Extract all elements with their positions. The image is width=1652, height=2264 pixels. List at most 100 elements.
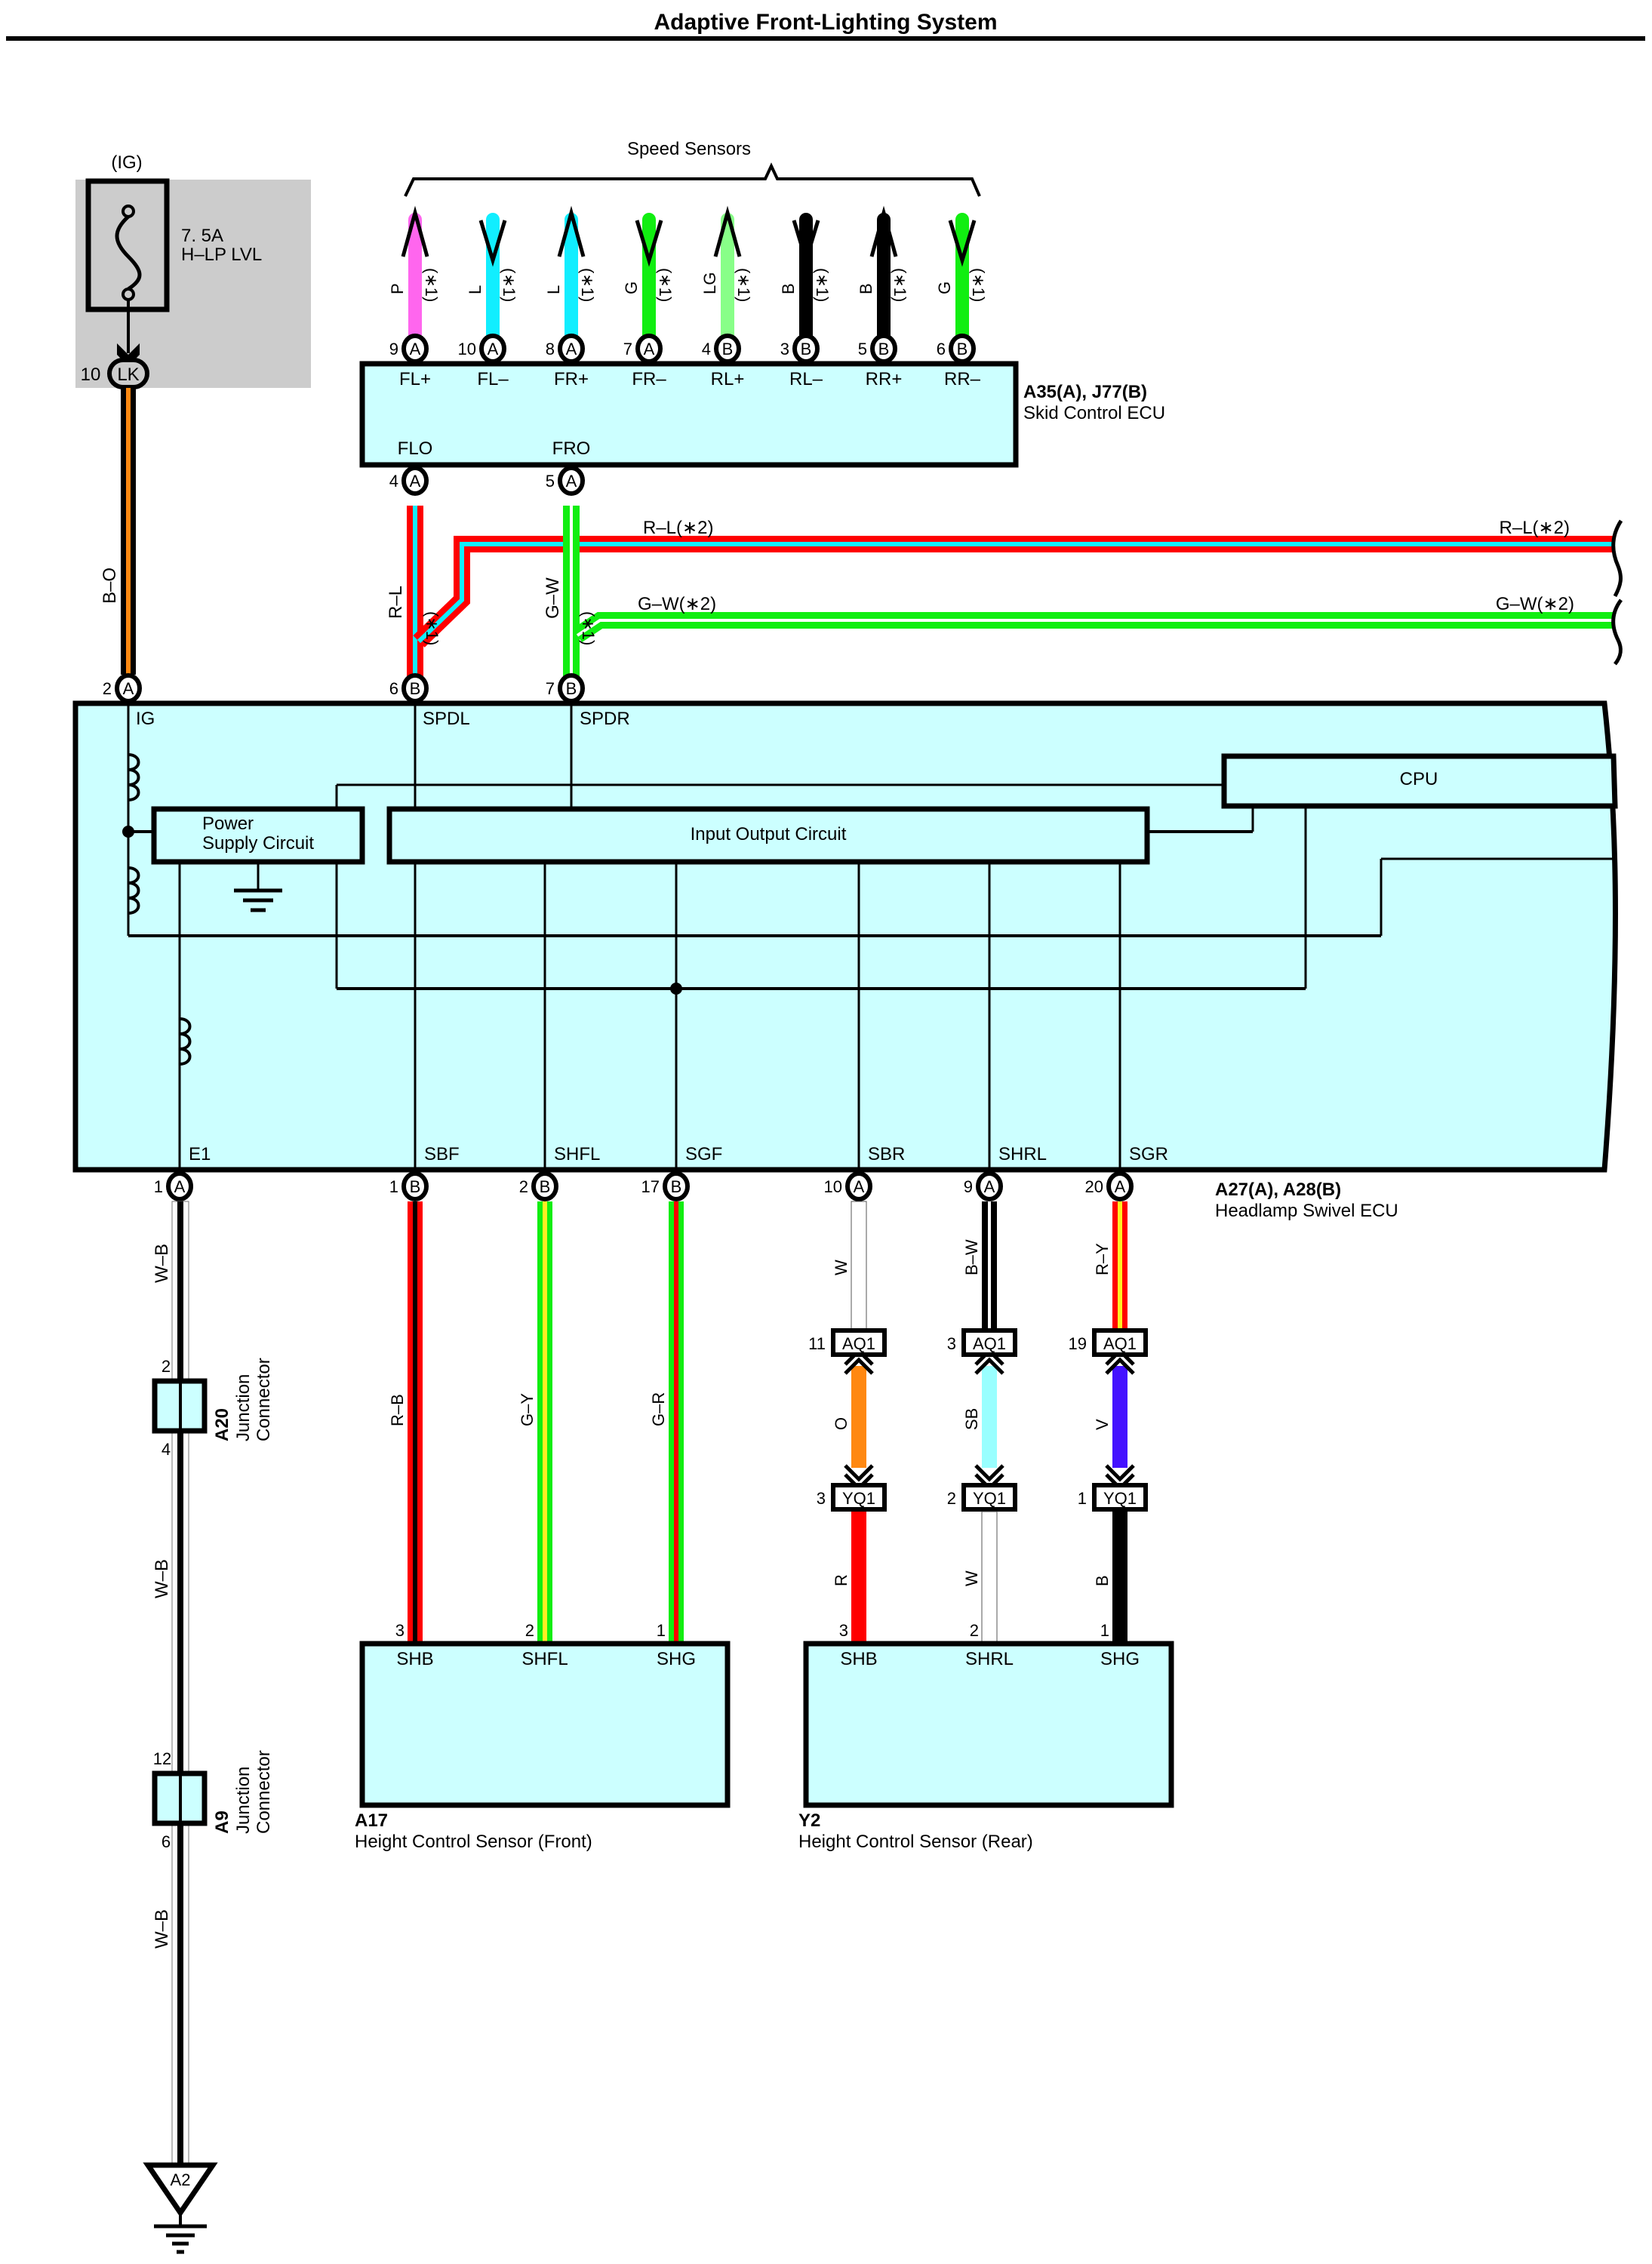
ig-wire: B–O — [100, 388, 136, 675]
wire-color-label: R–B — [388, 1394, 407, 1426]
swivel-bottom-e1-connector-letter: A — [174, 1177, 186, 1196]
sensor-terminal-shfl: SHFL — [521, 1649, 568, 1669]
a9-code: A9 — [212, 1810, 232, 1834]
power-supply-label-1: Power — [202, 814, 254, 834]
terminal-ig: IG — [136, 709, 155, 729]
aq1-connector — [831, 1328, 887, 1357]
yq1-connector — [1092, 1483, 1148, 1512]
wire-sgr — [1112, 1201, 1127, 1332]
speed-sensor-wire-RL–: B(∗1)B3 — [779, 213, 832, 364]
mid-wire-color: V — [1093, 1419, 1112, 1430]
mid-wire-color: SB — [962, 1408, 981, 1430]
speed-wire-connector-letter: B — [722, 340, 734, 358]
aq1-pin: 19 — [1069, 1334, 1087, 1353]
yq1-connector — [831, 1483, 887, 1512]
sensor-terminal-shrl: SHRL — [965, 1649, 1014, 1669]
wire-sbr — [851, 1201, 867, 1333]
wire-color-label: R–Y — [1093, 1243, 1112, 1275]
yq1-connector — [961, 1483, 1017, 1512]
junction-connector-a20: 2 4 A20 Junction Connector — [152, 1357, 274, 1459]
swivel-top-ig-connector-letter: A — [123, 679, 134, 698]
a9-name-1: Junction — [233, 1767, 254, 1834]
speed-wire-color: LG — [700, 272, 719, 294]
arrow-down-icon — [635, 220, 663, 267]
a9-pin-out: 6 — [162, 1832, 171, 1851]
skid-ecu-box — [359, 361, 1019, 468]
wire-stripe — [988, 1201, 991, 1332]
speed-wire-color: B — [857, 283, 875, 294]
ground-wire-color-2: W–B — [152, 1559, 172, 1598]
skid-output-connector — [401, 466, 429, 496]
ground-path: W–B W–B W–B 2 4 A20 Junction Connector 1… — [143, 1201, 274, 2254]
skid-output-connector-letter: A — [566, 472, 577, 491]
speed-wire-pin-number: 5 — [858, 340, 867, 358]
swivel-bottom-shfl-pin-number: 2 — [519, 1177, 528, 1196]
swivel-top-ig-connector — [115, 673, 142, 703]
a9-name-2: Connector — [254, 1750, 274, 1834]
speed-wire-color: B — [779, 283, 798, 294]
terminal-spdr: SPDR — [580, 709, 630, 729]
a20-name-1: Junction — [233, 1374, 254, 1441]
rear-sensor-box — [803, 1641, 1174, 1808]
speed-wire-line — [955, 213, 969, 347]
speed-sensors-bracket — [404, 162, 981, 197]
low-wire-R — [851, 1512, 866, 1644]
speed-wire-connector-letter: A — [488, 340, 499, 358]
speed-wire-note: (∗1) — [734, 268, 753, 302]
a20-pin-in: 2 — [162, 1357, 171, 1376]
a20-name-2: Connector — [254, 1358, 274, 1441]
skid-terminal-fro: FRO — [552, 438, 591, 459]
skid-terminal-label: FR– — [632, 369, 666, 389]
speed-wire-line — [642, 213, 656, 347]
arrow-up-icon — [557, 205, 586, 257]
io-circuit-label: Input Output Circuit — [691, 824, 847, 844]
skid-output-pin-number: 4 — [389, 472, 398, 491]
fuse-icon — [115, 205, 142, 301]
speed-wire-note: (∗1) — [656, 268, 675, 302]
speed-wire-pin-number: 8 — [546, 340, 555, 358]
wire-color-label: G–Y — [518, 1393, 537, 1426]
gw-wire-note: (∗1) — [579, 611, 598, 645]
gw-wire-color: G–W — [543, 577, 563, 619]
lk-connector-id: LK — [117, 365, 139, 385]
aq1-pin: 11 — [808, 1334, 826, 1353]
sensor-terminal-shg: SHG — [1100, 1649, 1140, 1669]
sensor-pin-number: 1 — [657, 1621, 666, 1640]
swivel-top-spdr-connector — [558, 673, 585, 703]
speed-wire-note: (∗1) — [500, 268, 518, 302]
skid-terminal-label: RL– — [789, 369, 823, 389]
sensor-pin-number: 2 — [525, 1621, 534, 1640]
cpu-label: CPU — [1400, 769, 1438, 789]
speed-sensor-wire-FL–: L(∗1)A10 — [458, 213, 518, 364]
aq1-label: AQ1 — [1103, 1334, 1137, 1353]
skid-terminal-label: FL– — [477, 369, 509, 389]
swivel-bottom-shrl-pin-number: 9 — [964, 1177, 973, 1196]
swivel-bottom-shrl-connector — [976, 1171, 1003, 1201]
front-sensor-code: A17 — [355, 1810, 388, 1831]
wire-color-label: G–R — [649, 1392, 668, 1426]
ground-icon — [154, 2224, 207, 2254]
swivel-bottom-shfl-connector-letter: B — [540, 1177, 551, 1196]
rear-sensor-name: Height Control Sensor (Rear) — [798, 1832, 1033, 1852]
swivel-top-spdl-connector — [401, 673, 429, 703]
mid-wire-color: O — [832, 1417, 851, 1430]
ground-icon — [234, 888, 282, 912]
speed-wire-line — [877, 213, 891, 347]
aq1-connector — [961, 1328, 1017, 1357]
speed-wire-note: (∗1) — [422, 268, 441, 302]
swivel-top-spdr-pin-number: 7 — [546, 679, 555, 698]
lk-connector — [107, 358, 149, 389]
rl-branch-label-left: R–L(∗2) — [643, 518, 713, 538]
speed-wire-pin-number: 4 — [702, 340, 711, 358]
internal-wiring — [122, 703, 1615, 1170]
sensor-terminal-shb: SHB — [396, 1649, 433, 1669]
arrow-down-icon — [792, 220, 820, 267]
speed-sensors-label: Speed Sensors — [627, 139, 751, 159]
height-sensor-front: A17 Height Control Sensor (Front) 3SHB2S… — [355, 1621, 731, 1852]
sensor-pin-number: 3 — [839, 1621, 848, 1640]
speed-wire-note: (∗1) — [891, 268, 909, 302]
swivel-top-spdr-connector-letter: B — [566, 679, 577, 698]
